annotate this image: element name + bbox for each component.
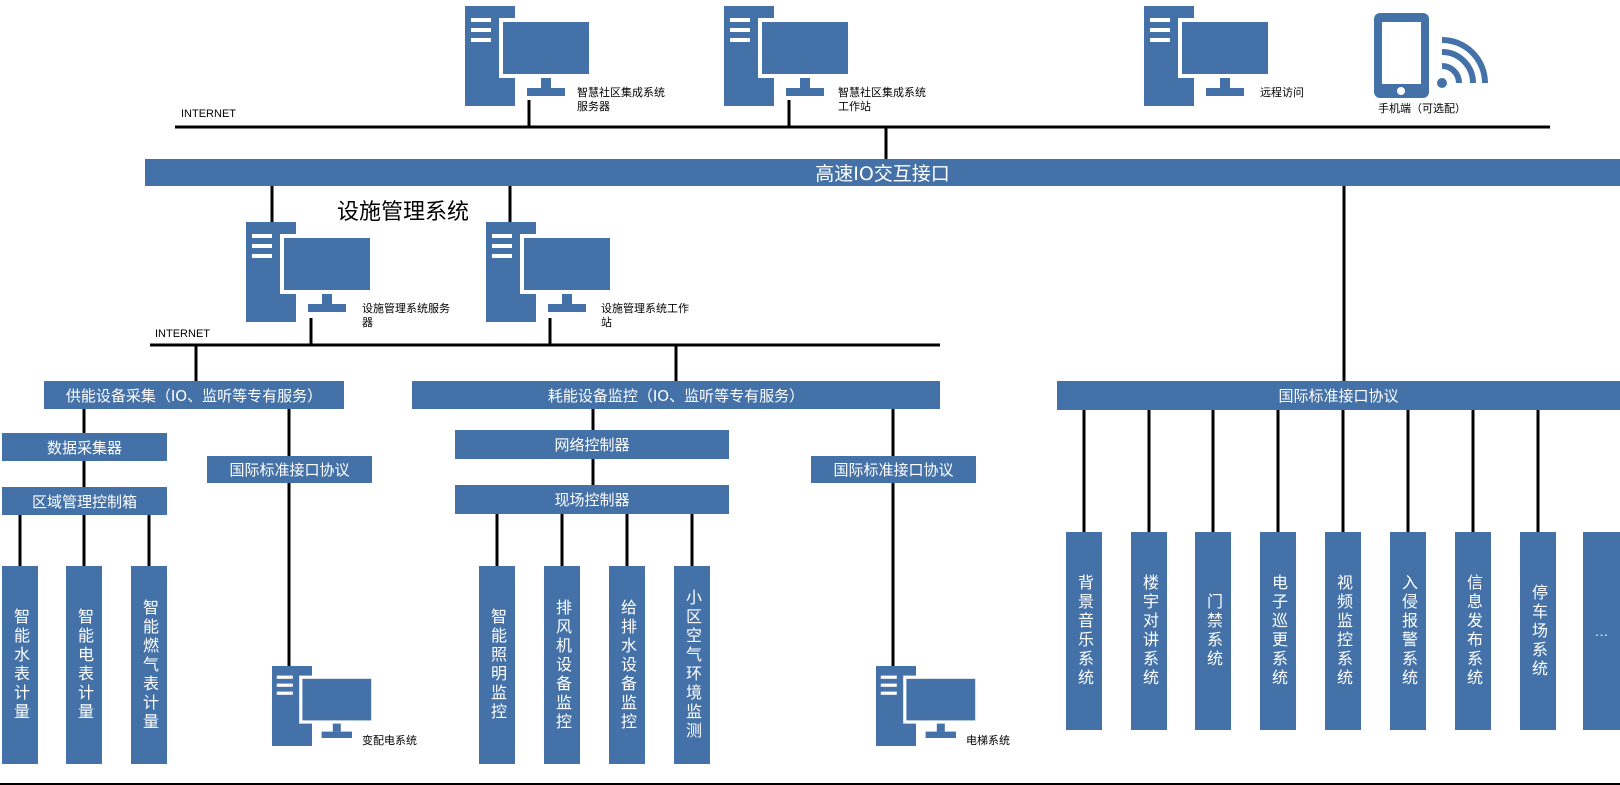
subsystem-box: 视频监控系统 — [1325, 532, 1361, 730]
subsystem-box: 停车场系统 — [1520, 532, 1556, 730]
intl-protocol-label: 国际标准接口协议 — [1278, 387, 1399, 405]
subsystem-box: … — [1583, 532, 1620, 730]
facility-workstation-label: 设施管理系统工作站 — [601, 302, 689, 329]
subsystem-label: 停车场系统 — [1529, 583, 1548, 679]
subsystem-label: 门禁系统 — [1204, 593, 1223, 669]
integrated-workstation-label: 智慧社区集成系统工作站 — [838, 86, 926, 113]
subsystem-label: 电子巡更系统 — [1269, 574, 1288, 688]
subsystem-label: 背景音乐系统 — [1075, 574, 1094, 688]
device-box: 智能照明监控 — [479, 566, 515, 764]
meter-box: 智能电表计量 — [66, 566, 102, 764]
subsystem-label: 信息发布系统 — [1464, 574, 1483, 688]
subsystem-label: 入侵报警系统 — [1399, 574, 1418, 688]
facility-server-icon — [246, 222, 374, 322]
device-label: 排风机设备监控 — [553, 598, 572, 732]
internet-label-facility: INTERNET — [155, 328, 210, 340]
supply-protocol-box: 国际标准接口协议 — [207, 456, 372, 483]
subsystem-box: 背景音乐系统 — [1066, 532, 1102, 730]
device-label: 小区空气环境监测 — [683, 589, 702, 741]
device-box: 排风机设备监控 — [544, 566, 580, 764]
server-icon — [465, 6, 593, 106]
facility-server-label: 设施管理系统服务器 — [362, 302, 450, 329]
zone-control-box: 区域管理控制箱 — [2, 487, 167, 515]
internet-label-top: INTERNET — [181, 108, 236, 120]
elevator-icon — [876, 666, 979, 746]
consume-protocol-label: 国际标准接口协议 — [833, 461, 954, 479]
integrated-server-label: 智慧社区集成系统服务器 — [577, 86, 665, 113]
supply-collection-label: 供能设备采集（IO、监听等专有服务） — [65, 386, 323, 405]
mobile-label: 手机端（可选配） — [1378, 102, 1466, 115]
device-label: 智能照明监控 — [488, 608, 507, 722]
consumption-monitor-label: 耗能设备监控（IO、监听等专有服务） — [547, 386, 805, 405]
subsystem-box: 楼宇对讲系统 — [1131, 532, 1167, 730]
wifi-icon — [1437, 37, 1488, 88]
substation-label: 变配电系统 — [362, 734, 417, 747]
mobile-phone-icon — [1374, 13, 1429, 98]
device-box: 给排水设备监控 — [609, 566, 645, 764]
io-bus-label: 高速IO交互接口 — [815, 163, 950, 185]
supply-collection-box: 供能设备采集（IO、监听等专有服务） — [44, 381, 344, 409]
device-box: 小区空气环境监测 — [674, 566, 710, 764]
workstation-icon — [724, 6, 852, 106]
network-controller-box: 网络控制器 — [455, 430, 729, 459]
intl-protocol-box: 国际标准接口协议 — [1057, 381, 1620, 410]
supply-protocol-label: 国际标准接口协议 — [229, 461, 350, 479]
meter-box: 智能水表计量 — [2, 566, 38, 764]
network-controller-label: 网络控制器 — [554, 436, 630, 454]
substation-icon — [272, 666, 375, 746]
meter-label: 智能水表计量 — [11, 608, 30, 722]
subsystem-box: 门禁系统 — [1195, 532, 1231, 730]
meter-box: 智能燃气表计量 — [131, 566, 167, 764]
data-collector-label: 数据采集器 — [46, 438, 122, 457]
facility-title: 设施管理系统 — [337, 200, 470, 225]
meter-label: 智能燃气表计量 — [140, 598, 159, 732]
io-bus: 高速IO交互接口 — [145, 159, 1620, 186]
field-controller-box: 现场控制器 — [455, 485, 729, 514]
remote-access-icon — [1144, 6, 1272, 106]
subsystem-box: 入侵报警系统 — [1390, 532, 1426, 730]
remote-access-label: 远程访问 — [1260, 86, 1304, 99]
subsystem-label: 楼宇对讲系统 — [1140, 574, 1159, 688]
consumption-monitor-box: 耗能设备监控（IO、监听等专有服务） — [412, 381, 940, 409]
subsystem-label: … — [1594, 623, 1609, 639]
device-label: 给排水设备监控 — [618, 598, 637, 732]
consume-protocol-box: 国际标准接口协议 — [811, 456, 976, 483]
meter-label: 智能电表计量 — [75, 608, 94, 722]
facility-workstation-icon — [486, 222, 614, 322]
subsystem-label: 视频监控系统 — [1334, 574, 1353, 688]
zone-control-label: 区域管理控制箱 — [31, 492, 137, 511]
elevator-label: 电梯系统 — [966, 734, 1010, 747]
field-controller-label: 现场控制器 — [554, 491, 630, 509]
data-collector-box: 数据采集器 — [2, 433, 167, 461]
subsystem-box: 电子巡更系统 — [1260, 532, 1296, 730]
subsystem-box: 信息发布系统 — [1455, 532, 1491, 730]
